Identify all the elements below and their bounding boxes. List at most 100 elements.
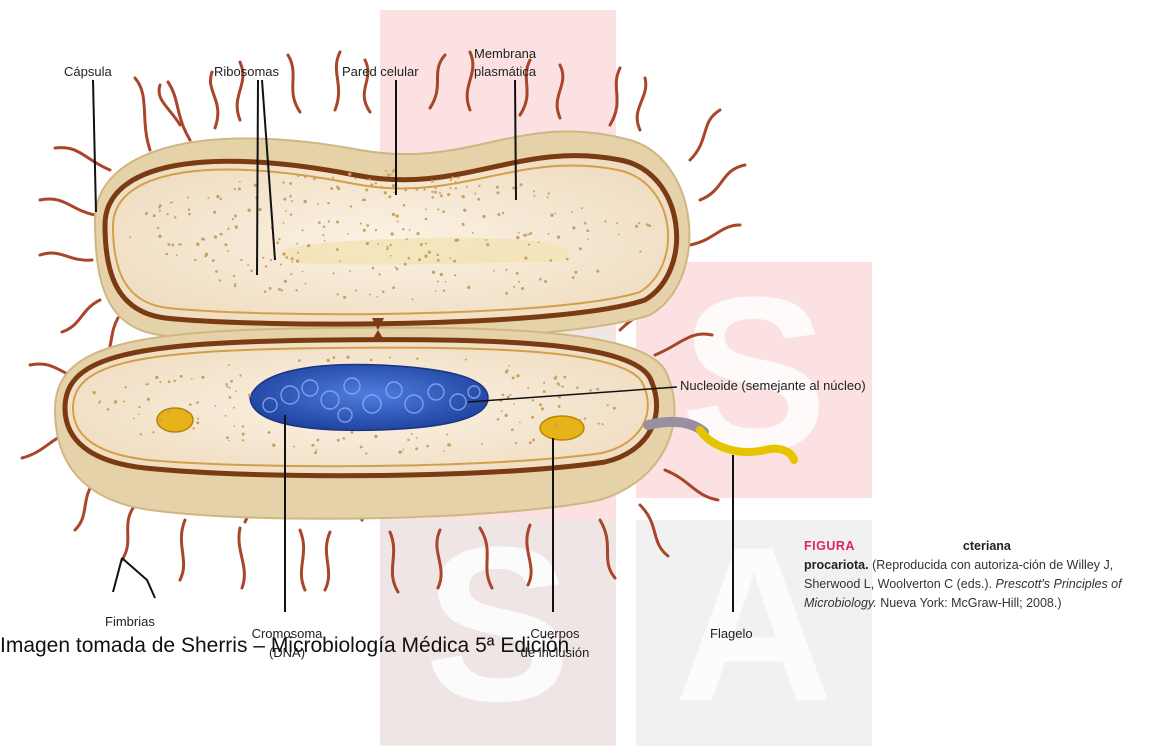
ribosome-dot: [486, 243, 489, 246]
ribosome-dot: [225, 415, 227, 417]
ribosome-dot: [518, 232, 520, 234]
ribosome-dot: [296, 259, 299, 262]
ribosome-dot: [303, 200, 306, 203]
ribosome-dot: [265, 265, 267, 267]
ribosome-dot: [214, 405, 216, 407]
ribosome-dot: [289, 182, 292, 185]
ribosome-dot: [180, 243, 182, 245]
ribosome-dot: [648, 224, 651, 227]
ribosome-dot: [188, 208, 191, 211]
leader-fimbrias-2: [113, 558, 122, 592]
ribosome-dot: [234, 188, 236, 190]
ribosome-dot: [616, 222, 618, 224]
ribosome-dot: [557, 382, 560, 385]
ribosome-dot: [165, 253, 168, 256]
ribosome-dot: [586, 229, 589, 232]
ribosome-dot: [618, 234, 620, 236]
label-fimbrias: Fimbrias: [105, 614, 155, 630]
ribosome-dot: [129, 236, 131, 238]
ribosome-dot: [254, 184, 257, 187]
ribosome-dot: [403, 449, 405, 451]
ribosome-dot: [224, 243, 227, 246]
ribosome-dot: [336, 248, 339, 251]
ribosome-dot: [437, 254, 440, 257]
ribosome-dot: [323, 225, 325, 227]
ribosome-dot: [521, 287, 524, 290]
ribosome-dot: [159, 381, 161, 383]
ribosome-dot: [425, 208, 427, 210]
ribosome-dot: [138, 406, 140, 408]
ribosome-dot: [449, 257, 451, 259]
ribosome-dot: [280, 263, 282, 265]
ribosome-dot: [415, 188, 418, 191]
ribosome-dot: [233, 275, 235, 277]
ribosome-dot: [477, 198, 480, 201]
ribosome-dot: [519, 421, 521, 423]
ribosome-dot: [171, 201, 173, 203]
ribosome-dot: [638, 222, 640, 224]
ribosome-dot: [390, 233, 392, 235]
ribosome-dot: [443, 290, 445, 292]
ribosome-dot: [474, 193, 476, 195]
ribosome-dot: [579, 247, 582, 250]
ribosome-dot: [392, 213, 395, 216]
ribosome-dot: [584, 222, 587, 225]
ribosome-dot: [201, 376, 204, 379]
ribosome-dot: [180, 375, 183, 378]
ribosome-dot: [285, 210, 287, 212]
ribosome-dot: [291, 200, 293, 202]
ribosome-dot: [234, 283, 236, 285]
ribosome-dot: [527, 387, 529, 389]
ribosome-dot: [98, 402, 100, 404]
leader-membrana: [515, 80, 516, 200]
ribosome-dot: [506, 369, 508, 371]
ribosome-dot: [516, 236, 519, 239]
ribosome-dot: [366, 242, 369, 245]
ribosome-dot: [212, 259, 215, 262]
ribosome-dot: [155, 376, 158, 379]
ribosome-dot: [431, 191, 433, 193]
ribosome-dot: [505, 414, 508, 417]
ribosome-dot: [412, 298, 414, 300]
ribosome-dot: [360, 446, 362, 448]
ribosome-dot: [518, 281, 520, 283]
ribosome-dot: [515, 442, 517, 444]
ribosome-dot: [167, 410, 170, 413]
ribosome-dot: [516, 272, 519, 275]
ribosome-dot: [478, 185, 480, 187]
caption-figure-fragment: FIGURA: [804, 539, 855, 553]
caption-title-line2: procariota.: [804, 558, 869, 572]
ribosome-dot: [511, 428, 514, 431]
label-membrana-line1: Membrana: [474, 46, 536, 62]
ribosome-dot: [416, 437, 418, 439]
ribosome-dot: [385, 170, 387, 172]
ribosome-dot: [269, 287, 272, 290]
ribosome-dot: [225, 383, 227, 385]
leader-capsula: [93, 80, 96, 212]
caption-publisher: Nueva York: McGraw-Hill; 2008.): [880, 596, 1061, 610]
ribosome-dot: [347, 233, 349, 235]
label-ribosomas: Ribosomas: [214, 64, 279, 80]
ribosome-dot: [447, 193, 450, 196]
ribosome-dot: [322, 234, 324, 236]
ribosome-dot: [539, 278, 542, 281]
ribosome-dot: [502, 212, 504, 214]
ribosome-dot: [291, 257, 294, 260]
ribosome-dot: [509, 394, 511, 396]
ribosome-dot: [330, 187, 333, 190]
ribosome-dot: [145, 212, 148, 215]
ribosome-dot: [432, 271, 435, 274]
leader-ribosomas-1: [257, 80, 258, 275]
ribosome-dot: [360, 223, 362, 225]
ribosome-dot: [449, 187, 451, 189]
ribosome-dot: [512, 377, 515, 380]
ribosome-dot: [242, 433, 245, 436]
ribosome-dot: [316, 177, 318, 179]
ribosome-dot: [332, 272, 334, 274]
ribosome-dot: [268, 431, 271, 434]
ribosome-dot: [465, 359, 467, 361]
ribosome-dot: [201, 237, 204, 240]
ribosome-dot: [343, 437, 346, 440]
ribosome-dot: [233, 407, 235, 409]
